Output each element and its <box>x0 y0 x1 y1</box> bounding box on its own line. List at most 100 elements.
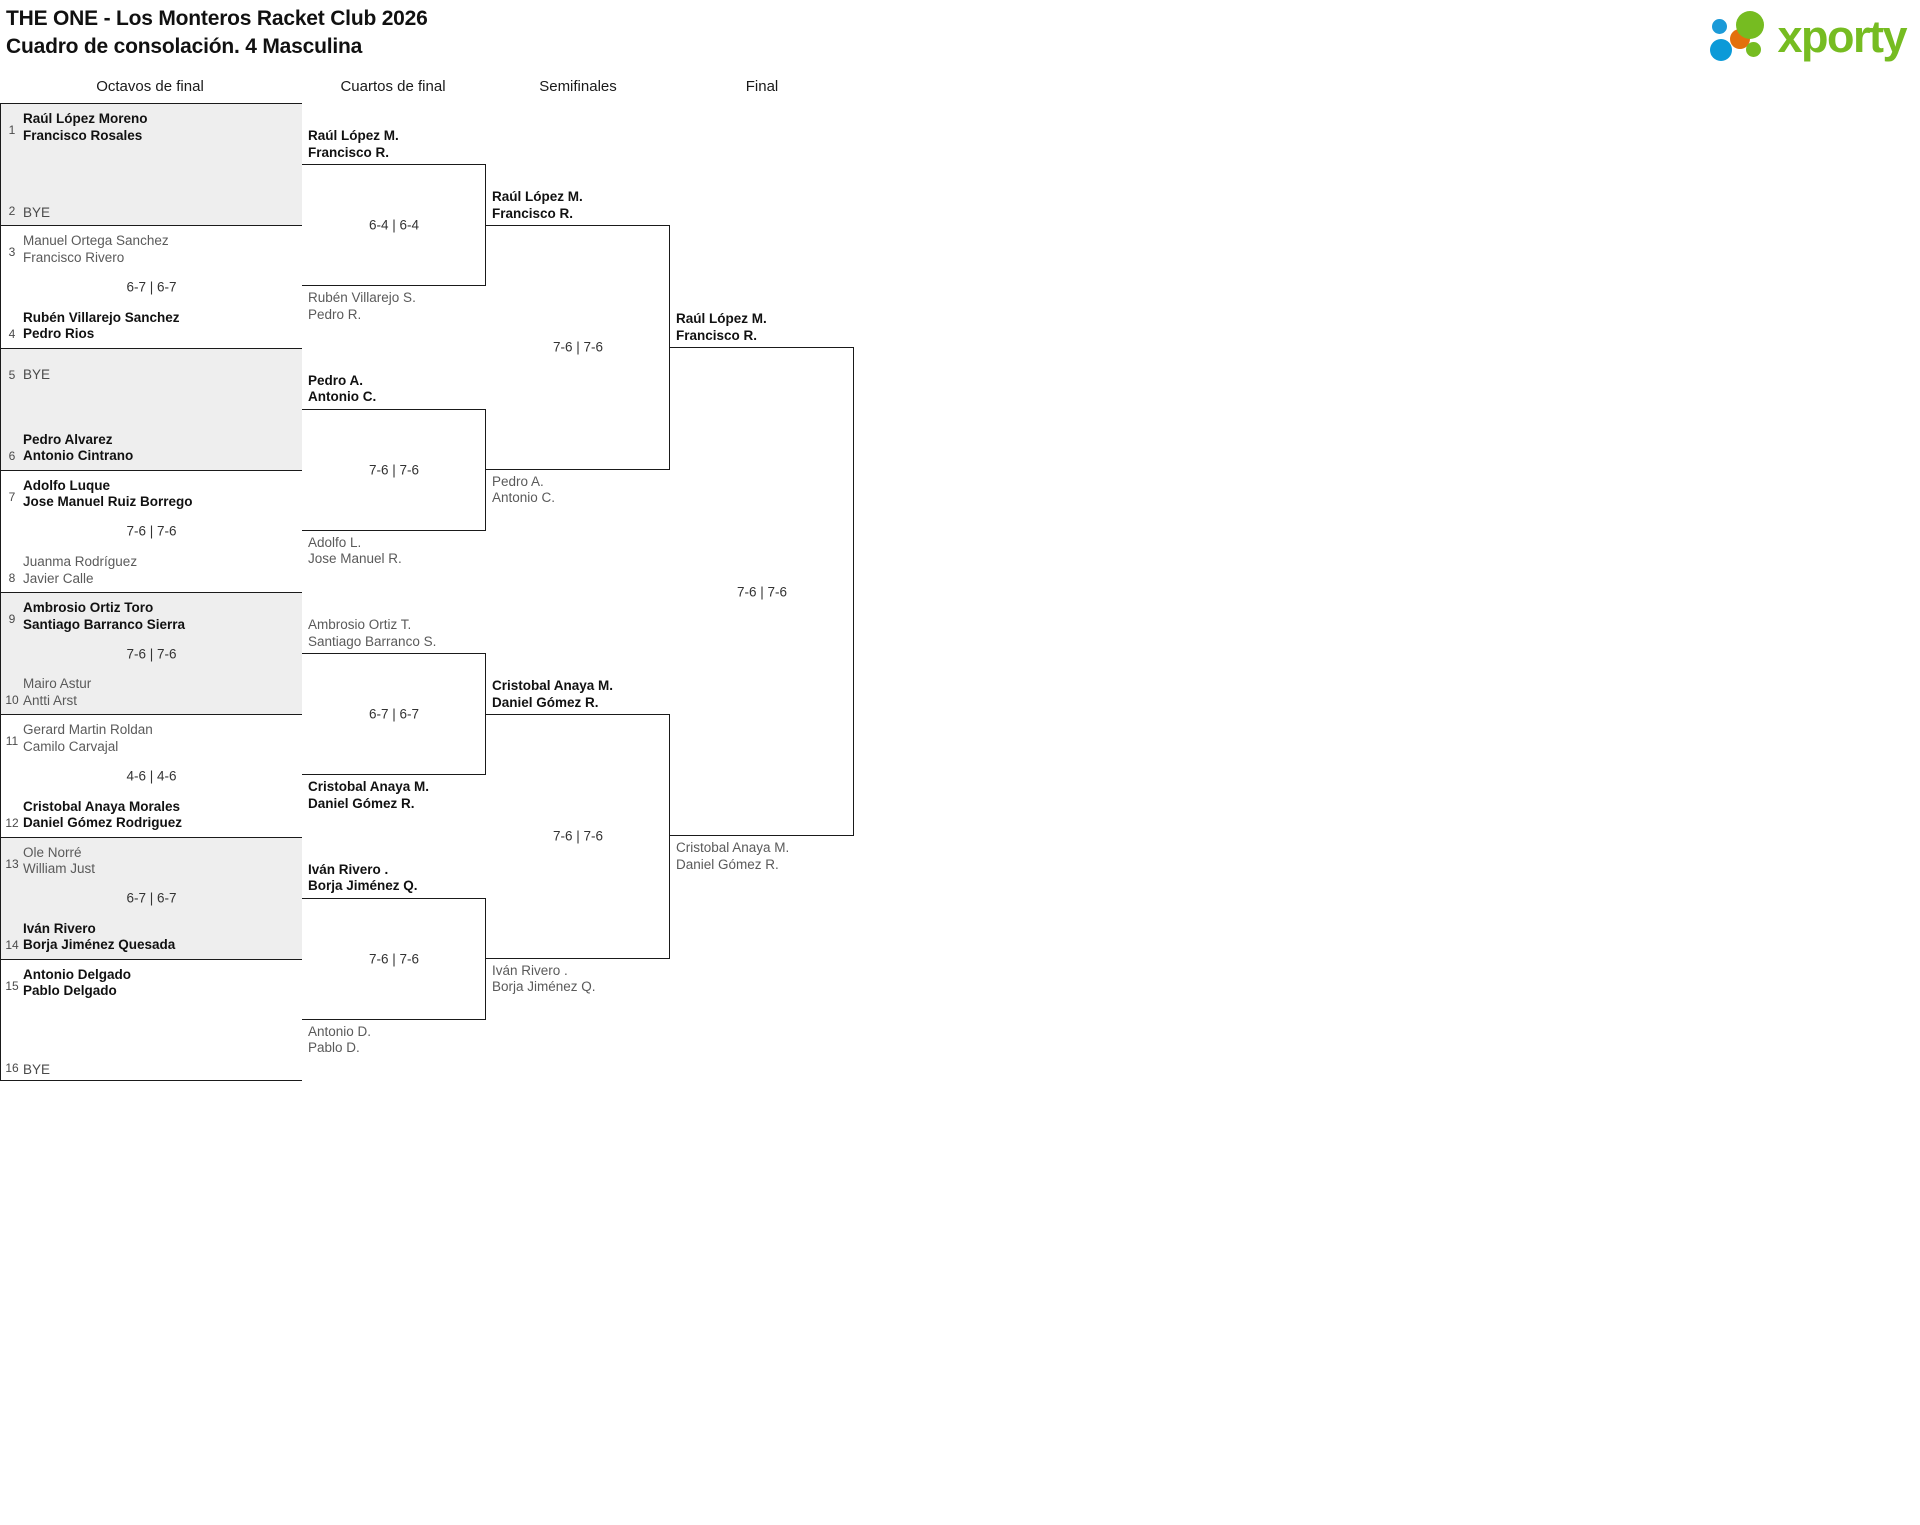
player-name-1: Ole Norré <box>23 844 82 860</box>
semifinal-match[interactable]: Cristobal Anaya M.Daniel Gómez R. Iván Ri… <box>486 678 670 994</box>
match-bracket-line <box>302 897 486 1020</box>
player-name-1: Cristobal Anaya M. <box>308 779 430 795</box>
bye-label: BYE <box>23 205 51 221</box>
bye-label: BYE <box>23 366 51 382</box>
player-name-1: Antonio D. <box>308 1023 372 1039</box>
player-name-2: Borja Jiménez Quesada <box>23 937 176 953</box>
player-name-1: Pedro Alvarez <box>23 431 113 447</box>
tournament-title: THE ONE - Los Monteros Racket Club 2026 <box>6 7 428 30</box>
semifinal-match[interactable]: Raúl López M.Francisco R.Pedro A.Antonio… <box>486 189 670 505</box>
player-name-1: Cristobal Anaya M. <box>492 678 614 693</box>
draw-subtitle: Cuadro de consolación. 4 Masculina <box>6 35 363 58</box>
player-name-1: Raúl López M. <box>676 311 767 326</box>
player-name-1: Rubén Villarejo Sanchez <box>23 309 180 325</box>
quarterfinal-match[interactable]: Pedro A.Antonio C.Adolfo L.Jose Manuel R… <box>302 373 486 566</box>
player-name-1: Rubén Villarejo S. <box>308 290 416 306</box>
match-bracket-line <box>670 347 854 836</box>
player-name-2: Francisco R. <box>676 327 758 343</box>
quarterfinal-top-names: Pedro A.Antonio C. <box>308 373 376 406</box>
player-name-1: Cristobal Anaya M. <box>676 840 790 855</box>
match-score: 7-6 | 7-6 <box>126 523 177 539</box>
match-bracket-line <box>486 225 670 470</box>
quarterfinal-match[interactable]: Ambrosio Ortiz T.Santiago Barranco S. Cri… <box>302 617 486 811</box>
seed-number: 2 <box>8 204 16 219</box>
player-name-2: Pablo D. <box>308 1040 360 1056</box>
match-score: 6-7 | 6-7 <box>126 890 177 906</box>
quarterfinal-match[interactable]: Iván Rivero .Borja Jiménez Q.Antonio D.P… <box>302 862 486 1055</box>
round-header-semifinales: Semifinales <box>539 78 617 95</box>
seed-number: 13 <box>5 856 19 871</box>
round1-slot[interactable]: 2 BYE <box>1 175 302 222</box>
match-bracket-line <box>302 408 486 531</box>
quarterfinal-match[interactable]: Raúl López M.Francisco R.Rubén Villarejo… <box>302 128 486 322</box>
player-name-2: Javier Calle <box>23 570 94 586</box>
player-name-2: Pedro R. <box>308 306 362 322</box>
seed-number: 14 <box>5 937 19 952</box>
player-name-2: Antonio C. <box>492 490 556 505</box>
player-name-2: Francisco R. <box>492 205 574 221</box>
match-score: 7-6 | 7-6 <box>736 584 788 599</box>
semifinal-top-names: Cristobal Anaya M.Daniel Gómez R. <box>492 678 613 711</box>
seed-number: 11 <box>5 734 19 749</box>
player-name-1: Antonio Delgado <box>23 966 131 982</box>
match-score: 7-6 | 7-6 <box>126 646 177 662</box>
player-name-2: Santiago Barranco S. <box>308 633 437 649</box>
seed-number: 10 <box>5 693 19 708</box>
player-name-1: Manuel Ortega Sanchez <box>23 233 169 249</box>
semifinal-bottom-names: Iván Rivero .Borja Jiménez Q. <box>492 963 596 996</box>
player-name-1: Cristobal Anaya Morales <box>23 798 181 814</box>
match-score: 7-6 | 7-6 <box>552 339 604 355</box>
seed-number: 4 <box>8 326 16 341</box>
player-name-1: Adolfo L. <box>308 534 362 550</box>
player-name-1: Juanma Rodríguez <box>23 554 138 569</box>
match-bracket-line <box>486 714 670 959</box>
player-name-1: Iván Rivero <box>23 920 96 936</box>
seed-number: 8 <box>8 571 16 585</box>
player-name-1: Ambrosio Ortiz T. <box>308 617 412 632</box>
quarterfinal-top-names: Ambrosio Ortiz T.Santiago Barranco S. <box>308 617 436 650</box>
player-name-1: Iván Rivero . <box>492 962 568 978</box>
final-bottom-names: Cristobal Anaya M.Daniel Gómez R. <box>676 840 789 873</box>
round-header-octavos: Octavos de final <box>96 78 204 95</box>
player-name-2: Antonio C. <box>308 389 377 404</box>
seed-number: 3 <box>8 245 16 260</box>
player-name-2: Daniel Gómez R. <box>492 694 599 710</box>
player-name-2: Francisco Rivero <box>23 249 125 265</box>
final-match[interactable]: Raúl López M.Francisco R. Cristobal Anaya… <box>670 311 854 872</box>
round-header-cuartos: Cuartos de final <box>340 78 446 95</box>
player-name-2: Daniel Gómez Rodriguez <box>23 815 183 830</box>
player-name-2: Borja Jiménez Q. <box>492 979 596 994</box>
